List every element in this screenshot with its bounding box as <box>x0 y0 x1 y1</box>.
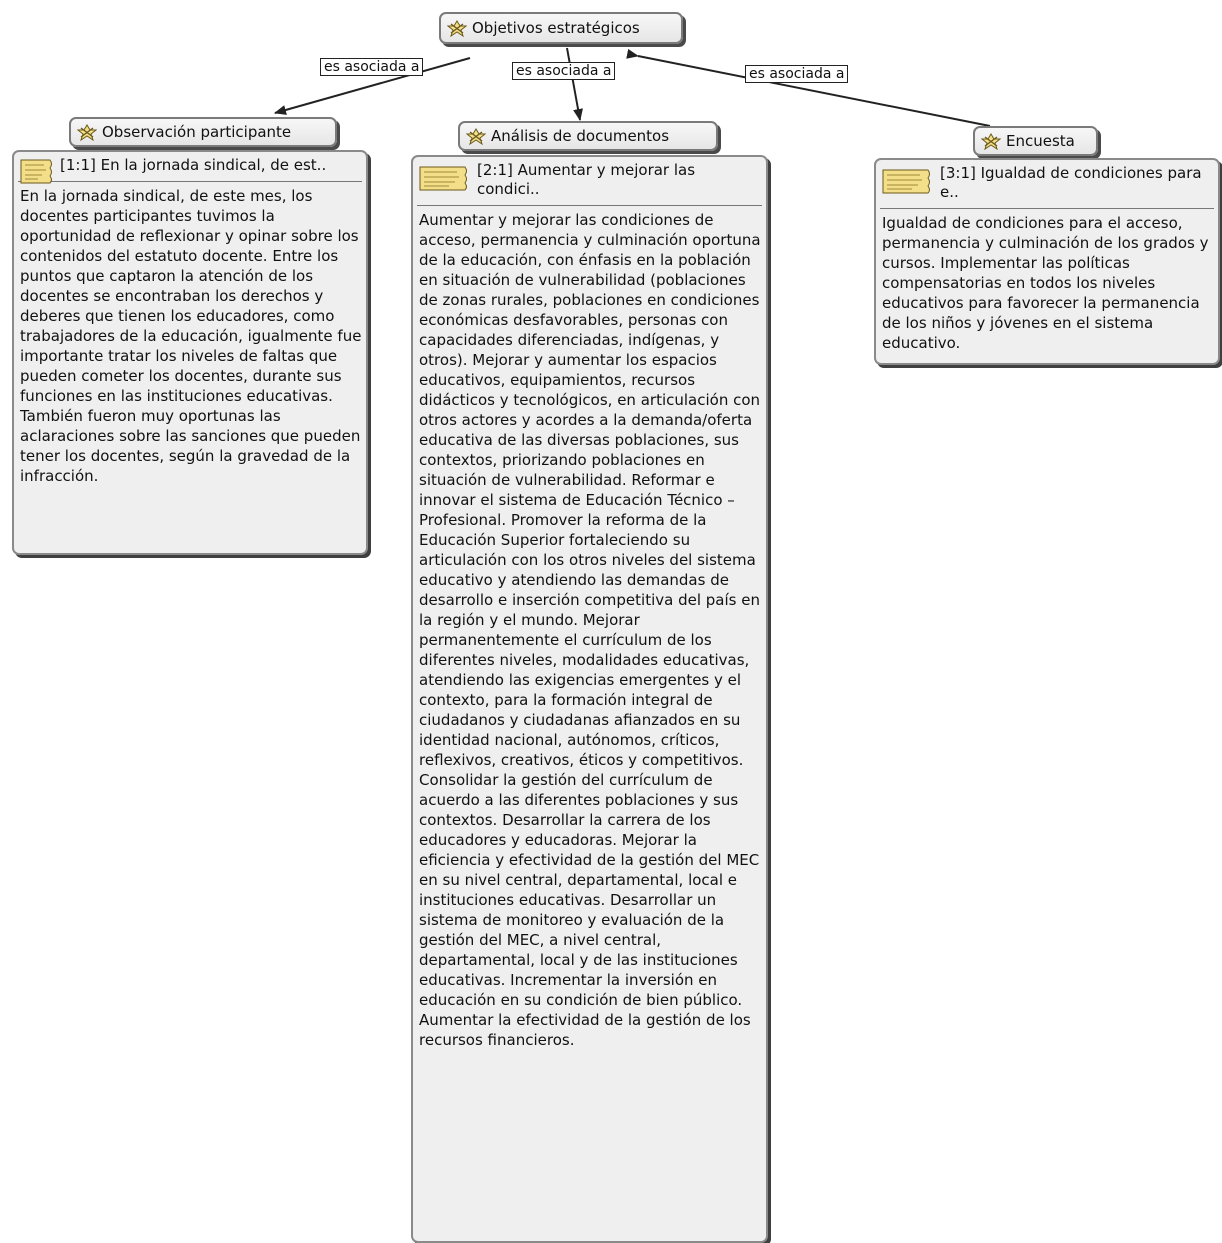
relation-label[interactable]: es asociada a <box>320 58 424 76</box>
code-node-label: Observación participante <box>102 123 292 141</box>
relation-label[interactable]: es asociada a <box>745 65 849 83</box>
edge-to-observacion <box>274 57 471 115</box>
code-node-label: Encuesta <box>1006 132 1075 150</box>
code-node-analisis[interactable]: Análisis de documentos <box>458 121 718 151</box>
quotation-note-icon <box>419 166 467 191</box>
quotation-node-2[interactable]: [2:1] Aumentar y mejorar las condici.. A… <box>411 155 768 1243</box>
quotation-text: Igualdad de condiciones para el acceso, … <box>882 214 1209 352</box>
code-node-icon <box>981 132 1001 150</box>
quotation-title: [2:1] Aumentar y mejorar las condici.. <box>477 161 696 198</box>
code-node-encuesta[interactable]: Encuesta <box>973 126 1098 156</box>
quotation-title: [1:1] En la jornada sindical, de est.. <box>60 156 327 174</box>
edge-to-encuesta <box>626 48 991 127</box>
quotation-text: Aumentar y mejorar las condiciones de ac… <box>419 211 761 1049</box>
code-node-observacion[interactable]: Observación participante <box>69 117 337 147</box>
quotation-title: [3:1] Igualdad de condiciones para e.. <box>940 164 1202 201</box>
quotation-note-icon <box>20 159 52 184</box>
edge-to-analisis <box>566 47 583 121</box>
quotation-node-3[interactable]: [3:1] Igualdad de condiciones para e.. I… <box>874 158 1220 365</box>
quotation-node-1[interactable]: [1:1] En la jornada sindical, de est.. E… <box>12 150 368 555</box>
code-node-label: Objetivos estratégicos <box>472 19 640 37</box>
code-node-icon <box>447 19 467 37</box>
quotation-header: [2:1] Aumentar y mejorar las condici.. <box>417 157 762 206</box>
quotation-header: [1:1] En la jornada sindical, de est.. <box>18 152 362 184</box>
code-node-objetivos[interactable]: Objetivos estratégicos <box>439 12 683 44</box>
quotation-header: [3:1] Igualdad de condiciones para e.. <box>880 160 1214 209</box>
code-node-icon <box>466 127 486 145</box>
code-node-icon <box>77 123 97 141</box>
relation-label[interactable]: es asociada a <box>512 62 616 80</box>
code-node-label: Análisis de documentos <box>491 127 670 145</box>
quotation-note-icon <box>882 169 930 194</box>
quotation-text: En la jornada sindical, de este mes, los… <box>20 187 362 485</box>
